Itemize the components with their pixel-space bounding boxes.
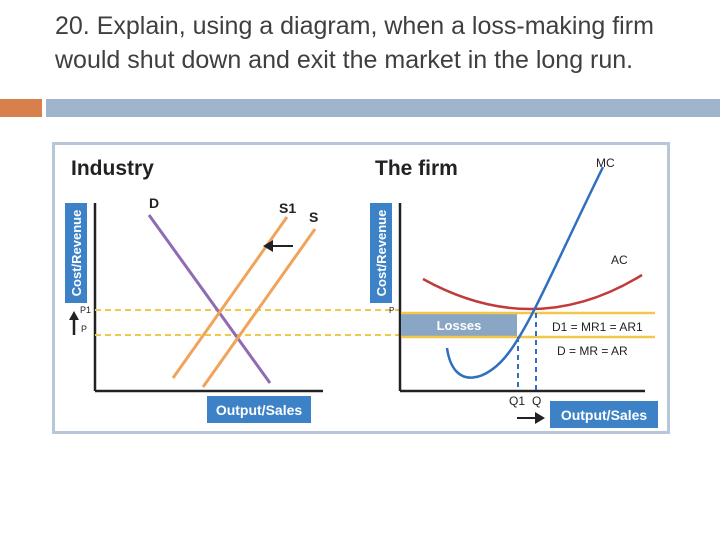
industry-y-axis-label: Cost/Revenue (69, 210, 84, 297)
diagram-svg: Industry Cost/Revenue D S1 S P1 P Output… (65, 156, 658, 428)
industry-demand-line (147, 214, 272, 384)
accent-bar-blue (46, 99, 720, 117)
firm-losses-label: Losses (437, 318, 482, 333)
industry-x-axis-badge (207, 396, 311, 423)
firm-q1-label: Q1 (509, 394, 525, 408)
firm-price-label: P (389, 306, 394, 315)
industry-supply-s1-line (171, 216, 289, 379)
firm-mc-label: MC (596, 156, 615, 170)
firm-mc-curve (445, 166, 605, 379)
firm-ac-label: AC (611, 253, 628, 267)
industry-price-p1-label: P1 (80, 305, 91, 315)
industry-price-rise-arrowhead (69, 311, 79, 320)
firm-y-axis-badge (370, 203, 392, 303)
firm-losses-area (401, 313, 517, 337)
firm-revenue-d1-label: D1 = MR1 = AR1 (552, 320, 643, 334)
firm-ac-curve (422, 273, 643, 311)
industry-supply-s-line (201, 228, 317, 388)
industry-price-p-label: P (81, 324, 87, 334)
industry-shift-arrowhead (263, 240, 273, 252)
industry-supply-s-label: S (309, 209, 318, 225)
industry-x-axis-label: Output/Sales (216, 402, 303, 418)
firm-title: The firm (375, 157, 458, 180)
firm-quantity-shift-arrowhead (535, 412, 545, 424)
firm-revenue-d-label: D = MR = AR (557, 344, 628, 358)
industry-y-axis-badge (65, 203, 87, 303)
firm-x-axis-label: Output/Sales (561, 407, 648, 423)
industry-demand-label: D (149, 195, 159, 211)
firm-q-label: Q (532, 394, 541, 408)
slide-title: 20. Explain, using a diagram, when a los… (55, 12, 654, 74)
industry-title: Industry (71, 157, 154, 180)
economics-diagram: Industry Cost/Revenue D S1 S P1 P Output… (52, 142, 670, 434)
industry-supply-s1-label: S1 (279, 200, 296, 216)
firm-x-axis-badge (550, 401, 658, 428)
accent-bar-orange (0, 99, 42, 117)
firm-y-axis-label: Cost/Revenue (374, 210, 389, 297)
